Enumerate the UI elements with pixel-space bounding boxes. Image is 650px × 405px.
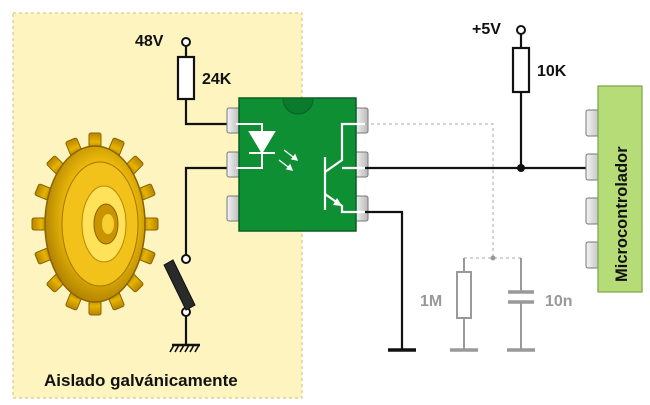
ground-icon (169, 343, 200, 353)
label-10k: 10K (537, 63, 567, 80)
label-10n: 10n (545, 293, 573, 310)
supply-5v: +5V (472, 21, 526, 38)
resistor-10k (511, 46, 531, 94)
mcu-label: Microcontrolador (613, 146, 631, 282)
switch-icon (163, 254, 196, 345)
label-1m: 1M (420, 293, 442, 310)
resistor-24k (176, 55, 196, 101)
junction-dot (517, 164, 525, 172)
microcontroller: Microcontrolador (585, 85, 643, 293)
isolation-label: Aislado galvánicamente (44, 371, 238, 390)
label-24k: 24K (202, 71, 232, 88)
gear-icon (31, 132, 159, 316)
supply-48v: 48V (135, 33, 191, 50)
capacitor-10n (508, 290, 534, 304)
optocoupler (226, 97, 369, 232)
resistor-1m (456, 271, 472, 319)
optional-filter: 1M 10n (365, 123, 573, 352)
label-48v: 48V (135, 33, 164, 50)
label-5v: +5V (472, 21, 501, 38)
